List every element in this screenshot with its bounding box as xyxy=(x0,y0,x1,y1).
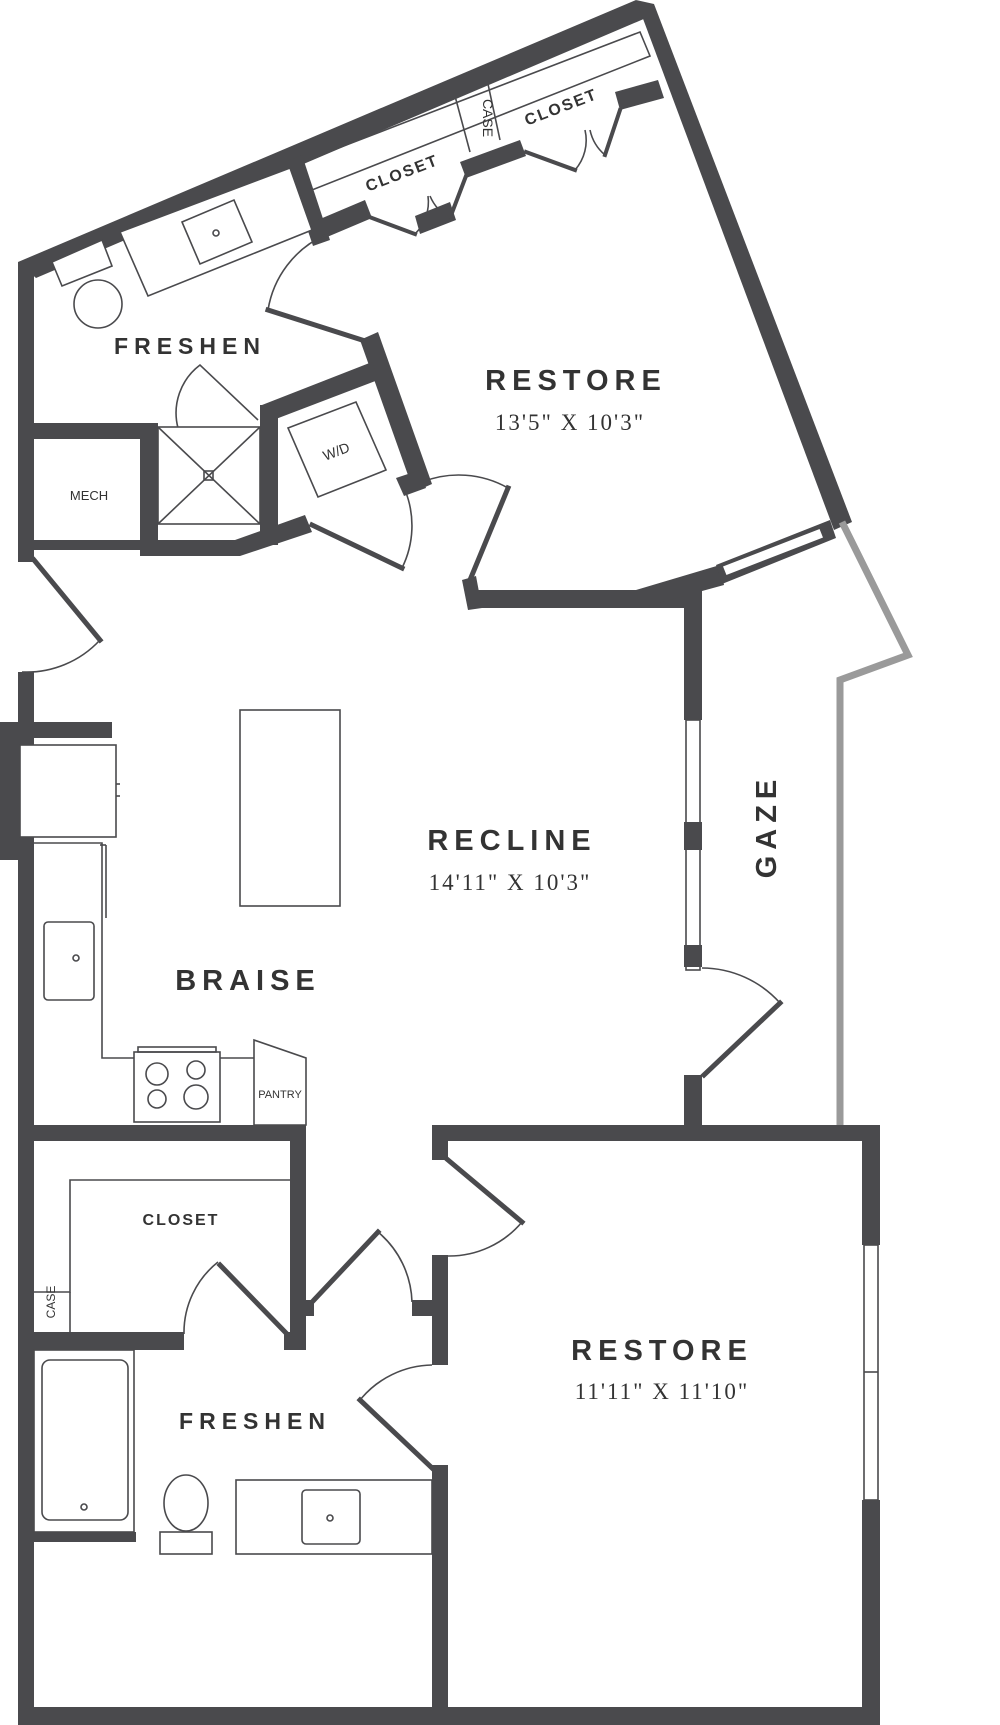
interior-walls xyxy=(18,80,880,1725)
closet-top-left-label: CLOSET xyxy=(363,152,441,195)
pantry-label: PANTRY xyxy=(258,1089,302,1101)
window-bottom-right xyxy=(863,1244,879,1501)
mech-label: MECH xyxy=(70,488,108,503)
doors xyxy=(21,107,784,1472)
closet-bottom-label: CLOSET xyxy=(143,1212,220,1229)
exterior-walls xyxy=(0,0,880,1725)
closet-top-right-label: CLOSET xyxy=(522,86,600,129)
freshen-top-title: FRESHEN xyxy=(114,333,266,359)
case-bottom-label: CASE xyxy=(44,1286,58,1319)
recline-dimensions: 14'11" X 10'3" xyxy=(429,870,592,895)
restore-main-title: RESTORE xyxy=(485,365,667,397)
recline-title: RECLINE xyxy=(427,825,596,857)
restore-second-dimensions: 11'11" X 11'10" xyxy=(575,1379,750,1404)
braise-title: BRAISE xyxy=(175,965,321,997)
freshen-bottom-title: FRESHEN xyxy=(179,1408,331,1434)
restore-main-dimensions: 13'5" X 10'3" xyxy=(495,410,645,435)
balcony-rail xyxy=(836,520,913,1125)
restore-second-title: RESTORE xyxy=(571,1335,753,1367)
gaze-title: GAZE xyxy=(751,774,783,879)
case-top-label: CASE xyxy=(480,99,496,137)
fixtures xyxy=(19,30,652,1555)
